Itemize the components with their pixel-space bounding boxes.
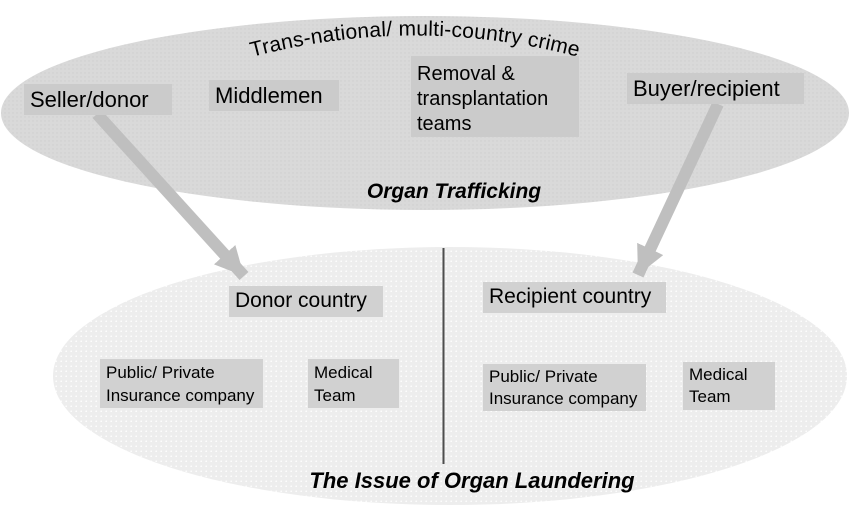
- trafficking-title: Organ Trafficking: [366, 180, 542, 203]
- arrow-buyer-to-recipient-country: [632, 101, 724, 278]
- arrow-seller-to-donor-country: [92, 109, 249, 281]
- node-middlemen: Middlemen: [209, 80, 339, 111]
- node-recipient-country: Recipient country: [483, 282, 666, 313]
- node-buyer-recipient: Buyer/recipient: [627, 73, 804, 104]
- node-seller-donor: Seller/donor: [24, 84, 172, 115]
- laundering-title: The Issue of Organ Laundering: [309, 468, 635, 493]
- node-medical-team-recipient: Medical Team: [683, 362, 775, 410]
- node-removal-transplantation-teams: Removal & transplantation teams: [411, 56, 579, 137]
- node-donor-country: Donor country: [229, 286, 383, 317]
- node-medical-team-donor: Medical Team: [308, 359, 399, 408]
- node-insurance-donor: Public/ Private Insurance company: [100, 359, 263, 408]
- node-insurance-recipient: Public/ Private Insurance company: [483, 364, 646, 411]
